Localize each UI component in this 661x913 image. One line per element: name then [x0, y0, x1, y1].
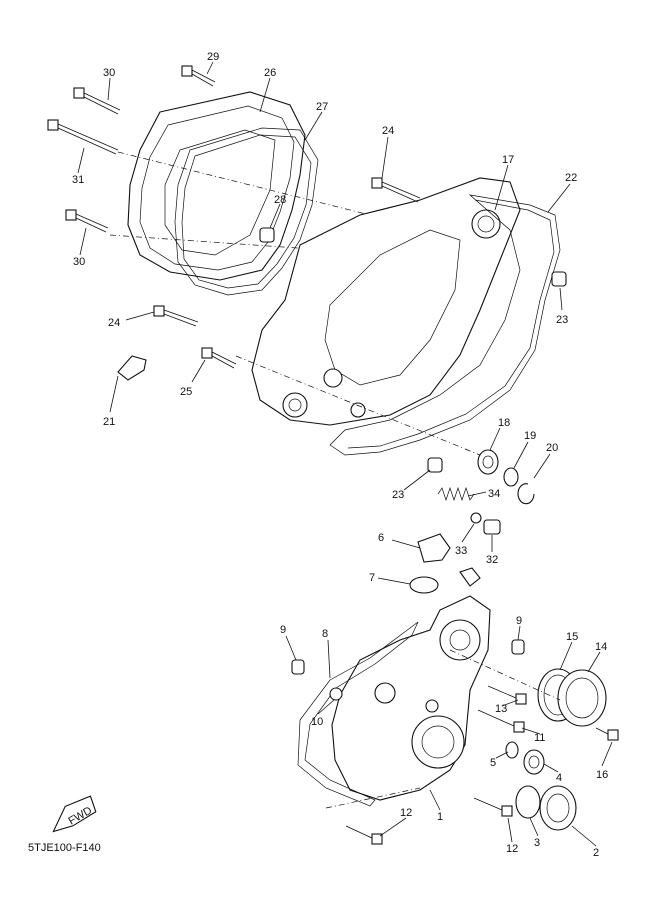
o-ring-3	[515, 785, 541, 819]
circlip-20	[517, 483, 535, 505]
callout-9-left: 9	[280, 624, 286, 636]
clutch-cover-gasket	[174, 127, 319, 296]
bolt-30-bottom	[65, 209, 109, 233]
callout-28: 28	[274, 194, 286, 206]
callout-11: 11	[534, 732, 545, 744]
cover-gasket-8	[297, 621, 419, 807]
callout-15: 15	[566, 631, 578, 643]
o-ring-7	[409, 576, 439, 594]
callout-4: 4	[556, 772, 562, 784]
bolt-29	[181, 65, 216, 87]
oil-filler-cap-6	[417, 533, 451, 563]
callout-2: 2	[593, 847, 599, 859]
callout-33: 33	[455, 545, 467, 557]
leader-lines	[77, 61, 613, 847]
diagram-code: 5TJE100-F140	[28, 842, 101, 854]
cap-32	[483, 519, 501, 535]
callout-30-top: 30	[103, 67, 115, 79]
bolt-31	[47, 119, 119, 155]
callout-7: 7	[369, 572, 375, 584]
callout-22: 22	[565, 172, 577, 184]
callout-13: 13	[495, 703, 507, 715]
dowel-23-lower	[427, 457, 443, 473]
ball-33	[470, 512, 482, 524]
callout-12-right: 12	[506, 843, 518, 855]
plug-4	[523, 749, 545, 775]
bolt-12-left	[345, 825, 383, 845]
callout-1: 1	[437, 811, 443, 823]
callout-labels: 29 30 26 27 31 30 28 24 17 22 23 24 21 2…	[72, 51, 608, 859]
callout-31: 31	[72, 174, 84, 186]
cap-2	[539, 785, 577, 831]
o-ring-5	[505, 741, 519, 759]
callout-21: 21	[103, 416, 115, 428]
washer-10	[329, 687, 343, 701]
callout-34: 34	[488, 488, 500, 500]
cover-14	[557, 669, 607, 727]
fitting-21	[117, 355, 147, 381]
bolt-12-right	[473, 797, 513, 817]
callout-12-left: 12	[400, 807, 412, 819]
callout-30-bottom: 30	[73, 256, 85, 268]
callout-23-right: 23	[556, 314, 568, 326]
clutch-cover-outer	[127, 91, 306, 281]
crankcase-cover	[251, 177, 521, 426]
callout-20: 20	[546, 442, 558, 454]
bolt-24-top	[371, 177, 421, 203]
callout-27: 27	[316, 101, 328, 113]
bolt-16	[595, 727, 619, 741]
callout-17: 17	[502, 154, 514, 166]
fitting-top	[459, 567, 481, 587]
callout-26: 26	[264, 67, 276, 79]
callout-6: 6	[378, 532, 384, 544]
callout-24-left: 24	[108, 317, 120, 329]
dowel-9-left	[291, 659, 305, 675]
bolt-13	[487, 685, 527, 705]
fwd-arrow-icon: FWD	[52, 795, 97, 833]
assembly-line-5	[449, 649, 561, 701]
callout-19: 19	[524, 430, 536, 442]
washer-19	[503, 467, 519, 487]
right-crankcase-cover	[331, 595, 491, 801]
callout-14: 14	[595, 641, 607, 653]
callout-23-lower: 23	[392, 489, 404, 501]
callout-25: 25	[180, 386, 192, 398]
oil-seal-18	[477, 449, 499, 475]
spring-34	[437, 486, 475, 502]
callout-29: 29	[207, 51, 219, 63]
callout-32: 32	[486, 554, 498, 566]
bolt-30-top	[73, 87, 121, 115]
dowel-9-right	[511, 639, 525, 655]
callout-3: 3	[534, 837, 540, 849]
crankcase-gasket	[329, 194, 561, 456]
callout-8: 8	[322, 628, 328, 640]
dowel-23-right	[551, 271, 567, 287]
assembly-line-3	[235, 355, 481, 456]
bolt-11	[477, 709, 525, 733]
bolt-24-left	[153, 305, 199, 327]
callout-18: 18	[498, 417, 510, 429]
callout-24-top: 24	[382, 125, 394, 137]
bolt-25	[201, 347, 237, 369]
callout-9-right: 9	[516, 615, 522, 627]
callout-5: 5	[490, 757, 496, 769]
callout-10: 10	[311, 716, 323, 728]
dowel-28	[259, 227, 275, 243]
assembly-line-4	[325, 787, 421, 809]
callout-16: 16	[596, 769, 608, 781]
